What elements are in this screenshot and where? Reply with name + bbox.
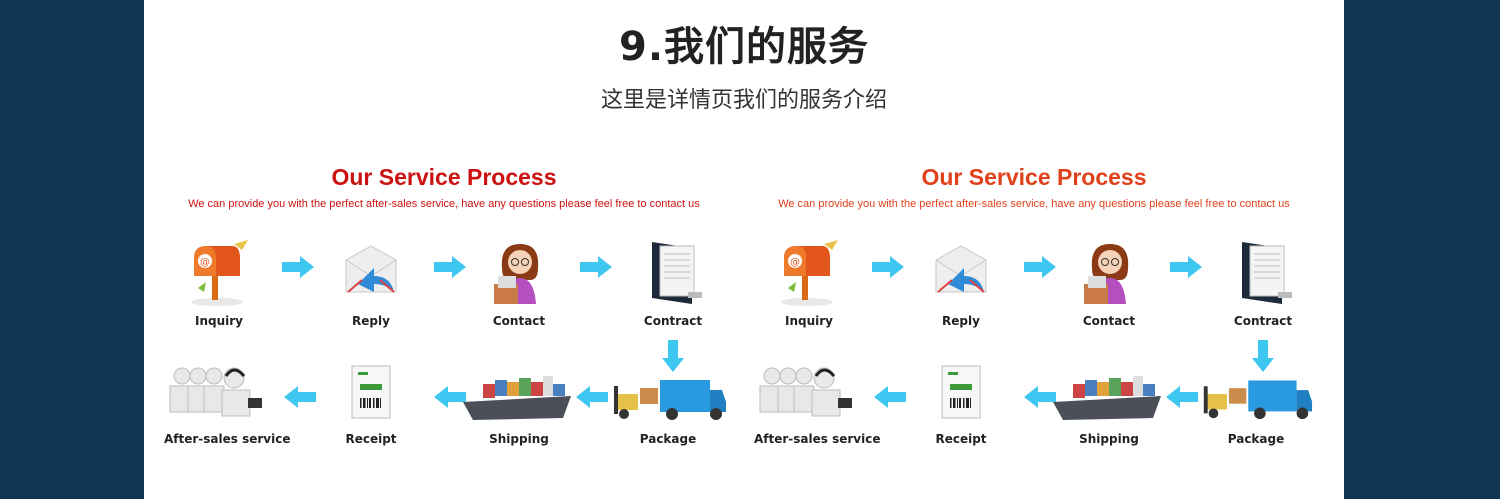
step-label: Reply bbox=[942, 314, 980, 328]
step-after-sales: After-sales service bbox=[164, 362, 291, 446]
step-reply: Reply bbox=[316, 238, 426, 328]
arrow-down-icon bbox=[1252, 340, 1274, 372]
step-label: Shipping bbox=[1079, 432, 1139, 446]
section-subtitle: 这里是详情页我们的服务介绍 bbox=[600, 88, 887, 113]
step-label: Inquiry bbox=[785, 314, 833, 328]
service-process-panel-1: Our Service Process We can provide you w… bbox=[164, 150, 726, 470]
arrow-down-icon bbox=[662, 340, 684, 372]
step-inquiry: @ Inquiry bbox=[164, 238, 274, 328]
step-label: Package bbox=[639, 432, 697, 446]
delivery-truck-icon bbox=[614, 380, 726, 420]
arrow-right-icon bbox=[872, 256, 904, 278]
arrow-right-icon bbox=[580, 256, 612, 278]
service-process-panel-2: Our Service Process We can provide you w… bbox=[754, 150, 1314, 470]
step-label: Reply bbox=[352, 314, 390, 328]
arrow-right-icon bbox=[282, 256, 314, 278]
step-package: Package bbox=[1198, 362, 1314, 446]
arrow-left-icon bbox=[1024, 386, 1056, 408]
agent-woman-icon bbox=[494, 244, 539, 304]
step-contact: Contact bbox=[464, 238, 574, 328]
support-team-icon bbox=[759, 367, 852, 417]
contract-folder-icon bbox=[652, 242, 702, 304]
mailbox-icon: @ bbox=[781, 240, 838, 306]
step-shipping: Shipping bbox=[459, 362, 579, 446]
content-page: 9.我们的服务 这里是详情页我们的服务介绍 Our Service Proces… bbox=[144, 0, 1344, 499]
reply-envelope-icon bbox=[345, 245, 397, 293]
arrow-left-icon bbox=[284, 386, 316, 408]
step-receipt: Receipt bbox=[906, 362, 1016, 446]
arrow-right-icon bbox=[1024, 256, 1056, 278]
step-contact: Contact bbox=[1054, 238, 1164, 328]
step-label: Contact bbox=[1082, 314, 1136, 328]
panel-subtitle: We can provide you with the perfect afte… bbox=[778, 198, 1290, 210]
svg-text:@: @ bbox=[200, 257, 210, 268]
contract-folder-icon bbox=[1242, 242, 1292, 304]
delivery-truck-icon bbox=[1203, 380, 1313, 420]
step-label: After-sales service bbox=[164, 432, 291, 446]
reply-envelope-icon bbox=[935, 245, 987, 293]
svg-text:@: @ bbox=[790, 257, 800, 268]
receipt-icon bbox=[351, 365, 391, 419]
agent-woman-icon bbox=[1084, 244, 1129, 304]
step-contract: Contract bbox=[1208, 238, 1318, 328]
arrow-left-icon bbox=[576, 386, 608, 408]
step-inquiry: @ Inquiry bbox=[754, 238, 864, 328]
arrow-left-icon bbox=[874, 386, 906, 408]
step-label: Contract bbox=[643, 314, 703, 328]
step-label: Shipping bbox=[489, 432, 549, 446]
step-contract: Contract bbox=[618, 238, 728, 328]
step-receipt: Receipt bbox=[316, 362, 426, 446]
step-label: Contact bbox=[492, 314, 546, 328]
step-label: After-sales service bbox=[754, 432, 881, 446]
arrow-right-icon bbox=[1170, 256, 1202, 278]
support-team-icon bbox=[169, 367, 262, 417]
section-title: 9.我们的服务 bbox=[618, 24, 870, 70]
mailbox-icon: @ bbox=[191, 240, 248, 306]
step-label: Inquiry bbox=[195, 314, 243, 328]
panel-title: Our Service Process bbox=[331, 164, 557, 190]
step-label: Contract bbox=[1233, 314, 1293, 328]
arrow-right-icon bbox=[434, 256, 466, 278]
panel-subtitle: We can provide you with the perfect afte… bbox=[188, 198, 700, 210]
step-package: Package bbox=[608, 362, 728, 446]
receipt-icon bbox=[941, 365, 981, 419]
arrow-left-icon bbox=[1166, 386, 1198, 408]
cargo-ship-icon bbox=[463, 376, 571, 420]
step-after-sales: After-sales service bbox=[754, 362, 881, 446]
cargo-ship-icon bbox=[1053, 376, 1161, 420]
step-shipping: Shipping bbox=[1049, 362, 1169, 446]
panel-title: Our Service Process bbox=[921, 164, 1147, 190]
step-label: Package bbox=[1227, 432, 1285, 446]
step-reply: Reply bbox=[906, 238, 1016, 328]
step-label: Receipt bbox=[935, 432, 987, 446]
step-label: Receipt bbox=[345, 432, 397, 446]
arrow-left-icon bbox=[434, 386, 466, 408]
